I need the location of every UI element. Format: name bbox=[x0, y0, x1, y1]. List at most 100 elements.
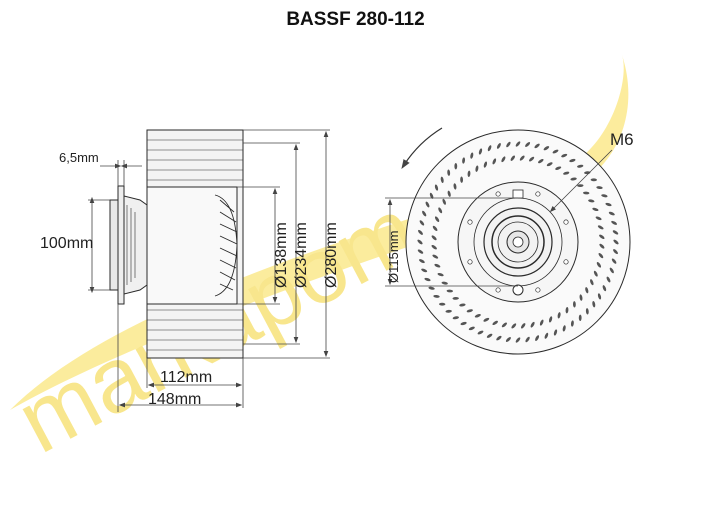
blade-hole bbox=[462, 157, 466, 164]
blade-hole bbox=[492, 158, 497, 165]
blade-hole bbox=[592, 207, 599, 212]
blade-hole bbox=[601, 194, 608, 198]
blade-hole bbox=[579, 294, 583, 301]
blade-hole bbox=[515, 141, 521, 147]
blade-hole bbox=[548, 316, 553, 323]
hub-inner-ring bbox=[497, 221, 539, 263]
blade-hole bbox=[613, 249, 618, 255]
blade-hole bbox=[570, 177, 577, 181]
blade-hole bbox=[563, 171, 570, 175]
blade-hole bbox=[593, 270, 598, 277]
blade-hole bbox=[429, 192, 434, 199]
blade-hole bbox=[597, 225, 604, 230]
blade-hole bbox=[492, 320, 498, 326]
blade-hole bbox=[590, 178, 597, 182]
blade-hole bbox=[534, 143, 540, 149]
blade-hole bbox=[496, 143, 501, 149]
blade-hole bbox=[561, 153, 568, 158]
blade-hole bbox=[588, 199, 595, 203]
blade-hole bbox=[595, 216, 602, 221]
dim-total-width: 148mm bbox=[148, 391, 201, 408]
blade-hole bbox=[483, 317, 490, 322]
hub-ring bbox=[491, 215, 545, 269]
blade-hole bbox=[599, 243, 605, 249]
blade-stripes-bottom bbox=[147, 309, 243, 351]
blade-hole bbox=[519, 155, 525, 161]
side-view-dimensions bbox=[88, 129, 330, 412]
dim-d-mid: Ø234mm bbox=[293, 222, 310, 288]
blade-hole bbox=[544, 332, 549, 339]
blade-hole bbox=[592, 301, 596, 308]
plate-hole bbox=[495, 287, 501, 293]
blade-hole bbox=[539, 319, 544, 326]
motor-body bbox=[146, 186, 238, 305]
blade-hole bbox=[585, 287, 589, 294]
front-view bbox=[405, 129, 631, 355]
blade-hole bbox=[605, 202, 612, 207]
blade-hole bbox=[478, 148, 483, 155]
shaft-center bbox=[512, 236, 524, 248]
blade-hole bbox=[486, 333, 493, 338]
blade-hole bbox=[466, 309, 473, 313]
blade-hole bbox=[477, 330, 484, 335]
blade-hole bbox=[454, 163, 458, 170]
blade-hole bbox=[421, 268, 428, 273]
blade-hole bbox=[569, 158, 576, 163]
blade-hole bbox=[419, 220, 425, 226]
impeller-fins bbox=[214, 194, 238, 297]
blade-hole bbox=[572, 301, 576, 308]
blade-hole bbox=[608, 211, 615, 216]
blade-hole bbox=[474, 314, 481, 318]
blade-hole bbox=[529, 156, 535, 162]
dim-d-outer: Ø280mm bbox=[323, 222, 340, 288]
blade-hole bbox=[520, 323, 526, 329]
plate-hole bbox=[563, 259, 569, 265]
blade-hole bbox=[590, 279, 594, 286]
blade-hole bbox=[431, 235, 437, 241]
blade-hole bbox=[596, 186, 603, 190]
blade-hole bbox=[577, 184, 584, 188]
blade-hole bbox=[570, 320, 574, 327]
blade-hole bbox=[439, 302, 446, 306]
dim-hub-height: 100mm bbox=[40, 235, 93, 252]
blade-hole bbox=[468, 326, 475, 331]
blade-hole bbox=[442, 198, 446, 205]
blade-hole bbox=[417, 249, 424, 254]
blade-hole bbox=[583, 191, 590, 195]
plate-hole bbox=[535, 287, 541, 293]
blade-hole bbox=[467, 170, 471, 177]
blade-hole bbox=[419, 259, 425, 264]
blade-hole bbox=[422, 210, 427, 217]
blade-hole bbox=[459, 303, 466, 307]
blade-hole bbox=[538, 158, 544, 164]
blade-hole bbox=[440, 176, 444, 183]
blade-hole bbox=[599, 234, 605, 240]
blade-hole bbox=[487, 145, 492, 152]
blade-hole bbox=[431, 244, 437, 250]
blade-hole bbox=[460, 321, 467, 326]
dim-bolt-circle: Ø115mm bbox=[386, 231, 401, 284]
dim-flange-thickness: 6,5mm bbox=[59, 150, 99, 165]
hub-detail-lines bbox=[126, 205, 136, 285]
terminal-box bbox=[512, 189, 524, 199]
blade-hole bbox=[585, 308, 589, 315]
blade-hole bbox=[418, 229, 423, 235]
blade-hole bbox=[441, 281, 448, 285]
rotation-direction-arrow bbox=[401, 127, 443, 170]
blade-hole bbox=[557, 312, 561, 319]
blade-hole bbox=[611, 220, 617, 225]
plate-hole bbox=[563, 219, 569, 225]
blade-hole bbox=[555, 166, 562, 170]
m6-thread-hole bbox=[512, 284, 524, 296]
blade-hole bbox=[511, 323, 517, 329]
blade-hole bbox=[417, 239, 423, 245]
dim-inner-width: 112mm bbox=[160, 369, 212, 386]
plate-holes bbox=[467, 191, 569, 293]
blade-hole bbox=[543, 146, 550, 151]
blade-holes bbox=[417, 141, 619, 343]
blade-hole bbox=[505, 337, 511, 342]
blade-hole bbox=[425, 201, 430, 208]
blade-hole bbox=[609, 267, 614, 274]
blade-hole bbox=[452, 316, 459, 320]
